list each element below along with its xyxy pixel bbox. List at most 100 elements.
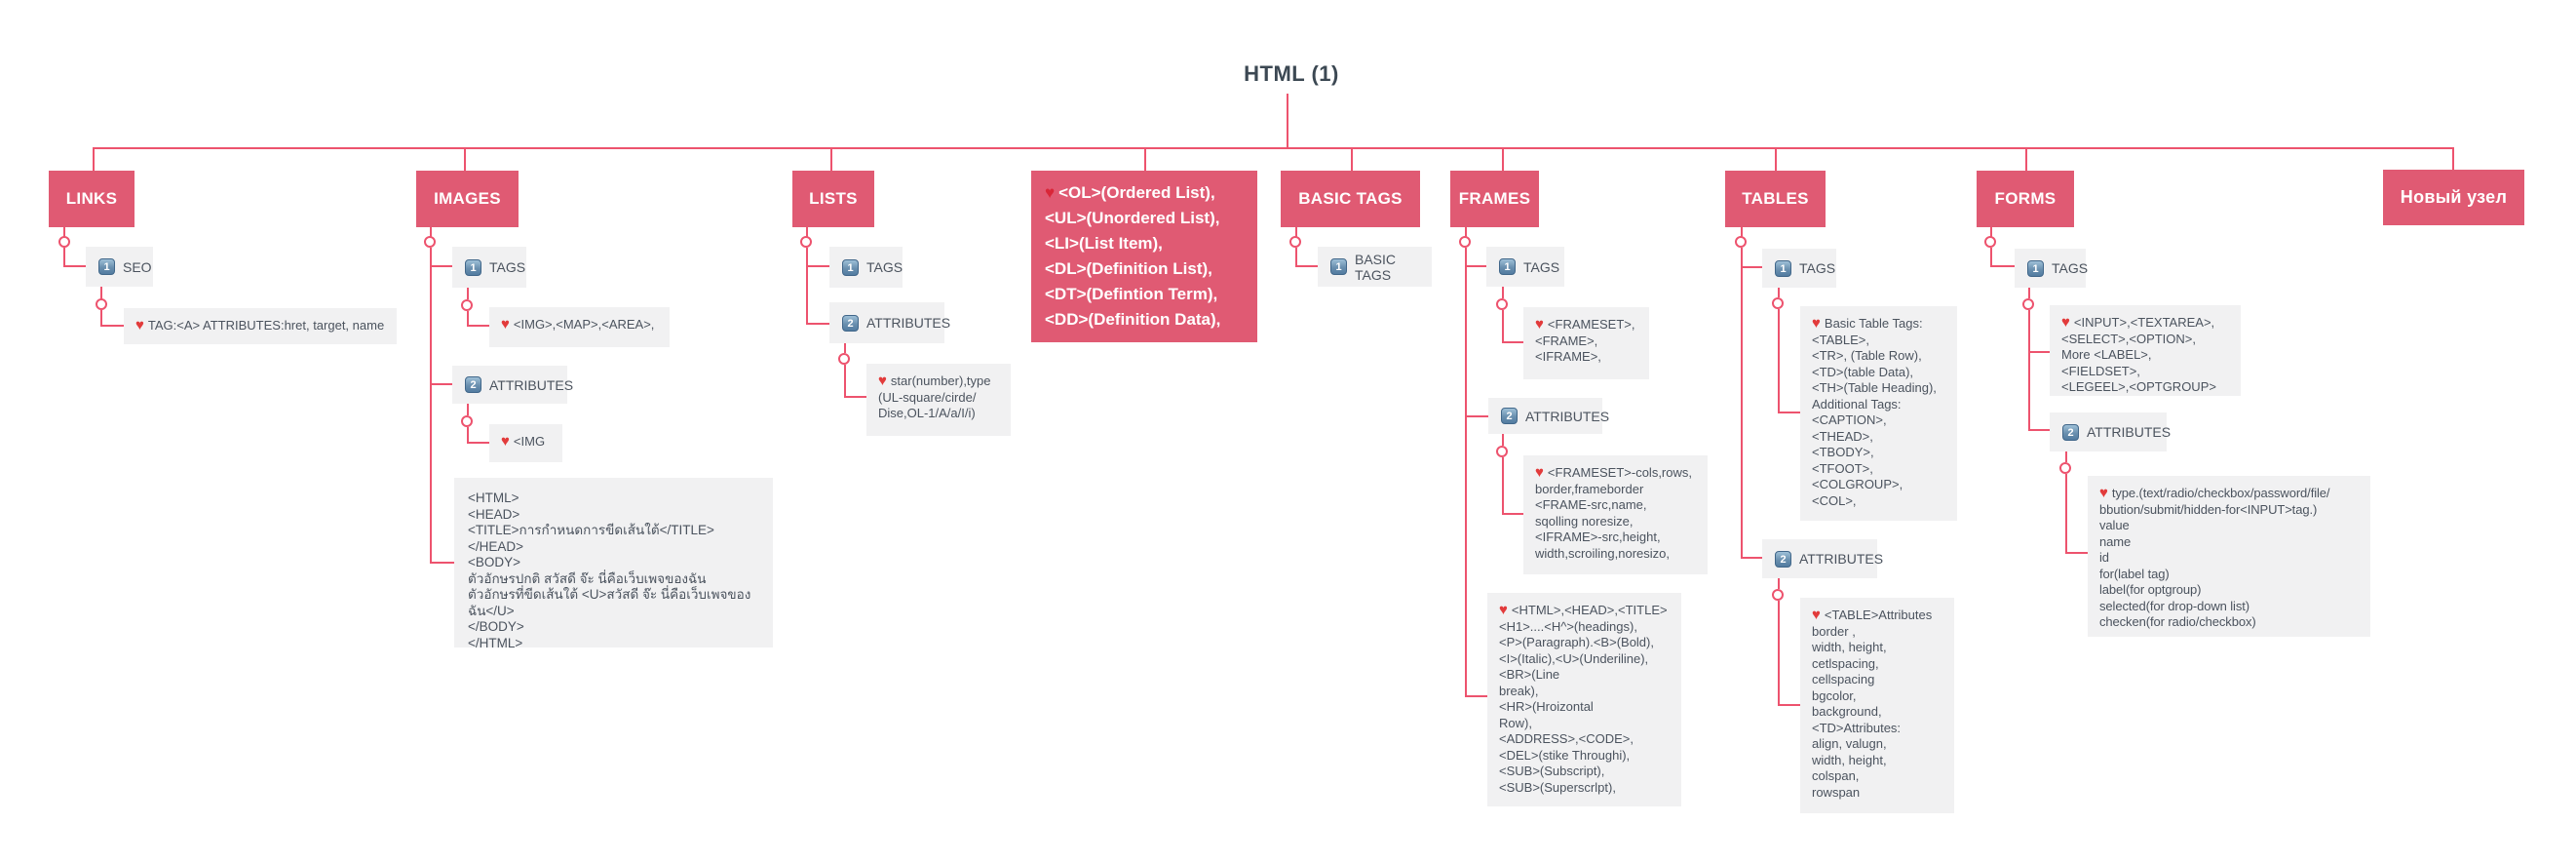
collapse-handle[interactable] (424, 236, 436, 248)
collapse-handle[interactable] (1772, 589, 1784, 601)
leaf-text: <TABLE>Attributes border , width, height… (1812, 608, 1933, 800)
collapse-handle[interactable] (58, 236, 70, 248)
leaf-frames-attributes[interactable]: ♥<FRAMESET>-cols,rows, border,frameborde… (1523, 455, 1708, 574)
leaf-links-tag[interactable]: ♥TAG:<A> ATTRIBUTES:hret, target, name (124, 308, 397, 344)
connector-line (830, 147, 832, 171)
connector-line (1990, 248, 1992, 267)
collapse-handle[interactable] (461, 415, 473, 427)
leaf-images-code-sample[interactable]: <HTML> <HEAD> <TITLE>การกำหนดการขีดเส้นใ… (454, 478, 773, 650)
topic-lists-attributes[interactable]: 2 ATTRIBUTES (829, 302, 950, 343)
leaf-lists-attributes[interactable]: ♥star(number),type (UL-square/cirde/ Dis… (866, 364, 1011, 436)
leaf-forms-tags[interactable]: ♥<INPUT>,<TEXTAREA>, <SELECT>,<OPTION>, … (2050, 305, 2241, 396)
topic-tables-attributes[interactable]: 2 ATTRIBUTES (1762, 539, 1883, 578)
priority-2-badge: 2 (842, 314, 859, 332)
collapse-handle[interactable] (1496, 446, 1508, 457)
connector-line (844, 343, 846, 353)
leaf-text: <OL>(Ordered List), <UL>(Unordered List)… (1045, 183, 1221, 329)
leaf-text: <IMG (513, 434, 546, 449)
topic-new-node[interactable]: Новый узел (2383, 170, 2524, 225)
topic-label: FRAMES (1458, 189, 1531, 208)
connector-line (430, 562, 454, 564)
topic-label: ATTRIBUTES (1525, 408, 1610, 424)
leaf-forms-attributes[interactable]: ♥type.(text/radio/checkbox/password/file… (2088, 476, 2370, 637)
connector-line (844, 365, 846, 398)
connector-line (1741, 557, 1762, 559)
connector-line (63, 227, 65, 237)
connector-line (1287, 94, 1288, 147)
topic-lists[interactable]: LISTS (792, 171, 874, 227)
topic-tables[interactable]: TABLES (1725, 171, 1826, 227)
connector-line (1502, 513, 1523, 515)
collapse-handle[interactable] (800, 236, 812, 248)
topic-tables-tags[interactable]: 1 TAGS (1762, 249, 1836, 288)
collapse-handle[interactable] (1459, 236, 1471, 248)
leaf-text: type.(text/radio/checkbox/password/file/… (2099, 486, 2330, 629)
connector-line (1465, 415, 1488, 417)
connector-line (1990, 227, 1992, 237)
topic-label: TAGS (866, 259, 904, 275)
leaf-frames-headings[interactable]: ♥<HTML>,<HEAD>,<TITLE> <H1>....<H^>(head… (1487, 593, 1681, 806)
leaf-tables-tags[interactable]: ♥Basic Table Tags: <TABLE>, <TR>, (Table… (1800, 306, 1957, 521)
collapse-handle[interactable] (2059, 462, 2071, 474)
topic-frames[interactable]: FRAMES (1450, 171, 1539, 227)
collapse-handle[interactable] (461, 299, 473, 311)
priority-1-badge: 1 (1499, 258, 1516, 275)
connector-line (1778, 601, 1780, 706)
topic-basic-tags-child[interactable]: 1 BASIC TAGS (1318, 247, 1432, 287)
collapse-handle[interactable] (1984, 236, 1996, 248)
topic-forms-tags[interactable]: 1 TAGS (2015, 249, 2088, 288)
leaf-tables-attributes[interactable]: ♥<TABLE>Attributes border , width, heigh… (1800, 598, 1954, 813)
collapse-handle[interactable] (1735, 236, 1747, 248)
collapse-handle[interactable] (1496, 298, 1508, 310)
leaf-images-attributes[interactable]: ♥<IMG (489, 424, 562, 462)
connector-line (93, 147, 2454, 149)
topic-forms[interactable]: FORMS (1977, 171, 2074, 227)
connector-line (63, 248, 65, 267)
topic-images[interactable]: IMAGES (416, 171, 519, 227)
connector-line (1778, 412, 1800, 413)
topic-label: ATTRIBUTES (489, 376, 574, 393)
connector-line (806, 323, 829, 325)
connector-line (1502, 434, 1504, 446)
collapse-handle[interactable] (1289, 236, 1301, 248)
collapse-handle[interactable] (838, 353, 850, 365)
leaf-text: Basic Table Tags: <TABLE>, <TR>, (Table … (1812, 316, 1937, 508)
collapse-handle[interactable] (2022, 298, 2034, 310)
priority-2-badge: 2 (1775, 550, 1791, 568)
topic-frames-attributes[interactable]: 2 ATTRIBUTES (1488, 398, 1609, 434)
root-topic[interactable]: HTML (1) (1244, 61, 1339, 86)
connector-line (1144, 147, 1146, 171)
topic-links-seo[interactable]: 1 SEO (86, 247, 153, 287)
leaf-text: <INPUT>,<TEXTAREA>, <SELECT>,<OPTION>, M… (2061, 315, 2216, 394)
topic-basic-tags[interactable]: BASIC TAGS (1281, 171, 1420, 227)
priority-1-badge: 1 (98, 258, 115, 275)
topic-label: Новый узел (2400, 187, 2508, 207)
leaf-frames-tags[interactable]: ♥<FRAMESET>, <FRAME>, <IFRAME>, (1523, 307, 1649, 379)
leaf-images-tags[interactable]: ♥<IMG>,<MAP>,<AREA>, (489, 307, 670, 347)
connector-line (1502, 287, 1504, 298)
topic-links[interactable]: LINKS (49, 171, 135, 227)
heart-icon: ♥ (2061, 314, 2070, 331)
heart-icon: ♥ (1535, 464, 1544, 481)
heart-icon: ♥ (1499, 602, 1508, 618)
connector-line (93, 147, 95, 171)
priority-1-badge: 1 (2027, 259, 2044, 277)
connector-line (1775, 147, 1777, 171)
collapse-handle[interactable] (96, 298, 107, 310)
connector-line (467, 288, 469, 299)
topic-images-tags[interactable]: 1 TAGS (452, 247, 526, 288)
heart-icon: ♥ (501, 316, 510, 333)
topic-list-tags-detail[interactable]: ♥<OL>(Ordered List), <UL>(Unordered List… (1031, 171, 1257, 342)
heart-icon: ♥ (1812, 315, 1821, 332)
collapse-handle[interactable] (1772, 297, 1784, 309)
connector-line (2028, 351, 2050, 353)
heart-icon: ♥ (1535, 316, 1544, 333)
connector-line (1502, 457, 1504, 515)
topic-forms-attributes[interactable]: 2 ATTRIBUTES (2050, 412, 2171, 451)
topic-images-attributes[interactable]: 2 ATTRIBUTES (452, 366, 573, 404)
topic-lists-tags[interactable]: 1 TAGS (829, 247, 903, 288)
connector-line (1778, 578, 1780, 589)
connector-line (63, 265, 86, 267)
topic-label: BASIC TAGS (1355, 251, 1397, 283)
topic-frames-tags[interactable]: 1 TAGS (1486, 247, 1564, 287)
